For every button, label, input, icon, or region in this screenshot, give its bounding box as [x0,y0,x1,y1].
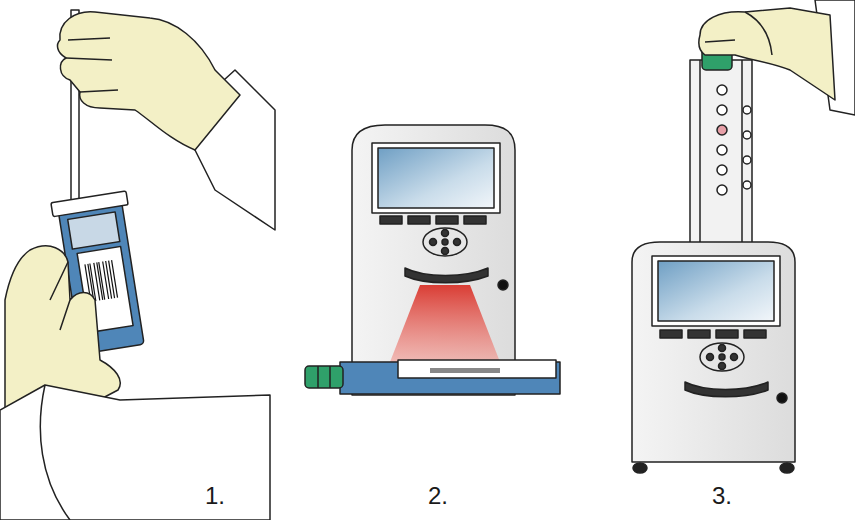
step-number: 1. [205,482,225,510]
step-three-illustration [632,0,855,473]
step-number: 2. [428,482,448,510]
step-number: 3. [712,482,732,510]
step-two-illustration [305,125,560,395]
step-one-illustration [0,10,275,520]
